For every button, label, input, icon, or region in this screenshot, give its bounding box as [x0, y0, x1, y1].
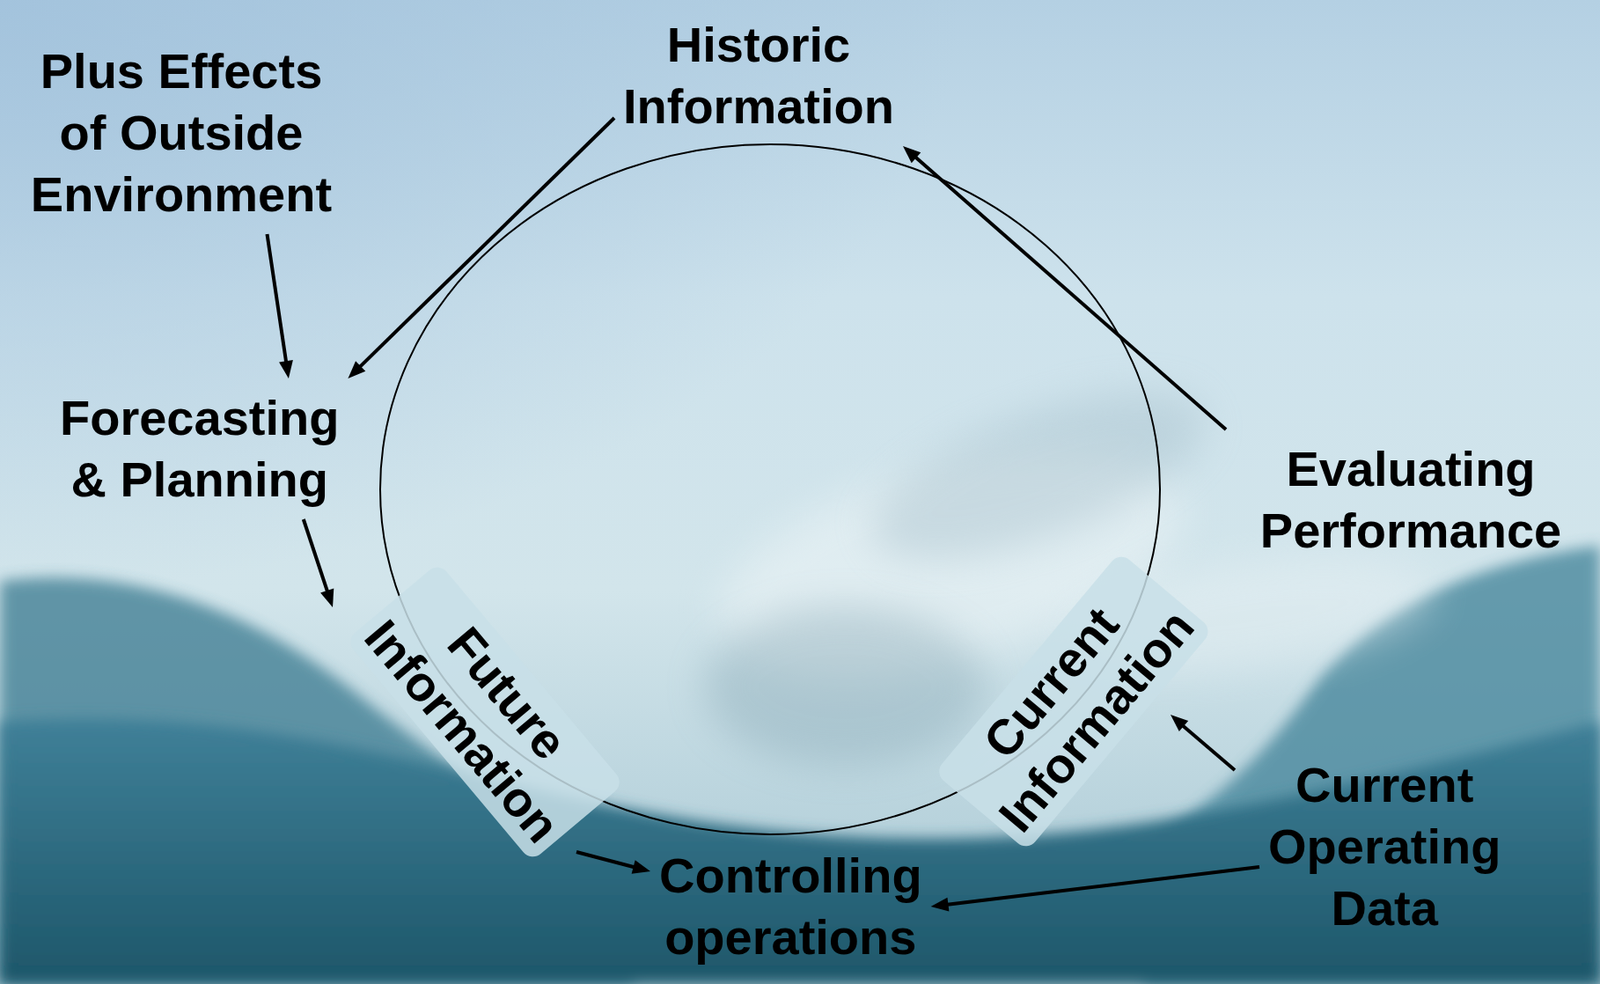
connector	[931, 866, 1260, 912]
connector	[267, 234, 294, 379]
node-text: Evaluating Performance	[1234, 438, 1587, 562]
connector-line	[303, 519, 329, 594]
hand-shadow	[704, 607, 986, 766]
connector-line	[576, 851, 637, 868]
connector-line	[267, 234, 287, 364]
text-node: Controlling operations	[659, 844, 923, 969]
node-text: Controlling operations	[659, 844, 923, 969]
connector-line	[945, 866, 1260, 905]
node-text: Current Operating Data	[1268, 754, 1501, 940]
text-node: Evaluating Performance	[1234, 438, 1587, 562]
connector	[902, 146, 1226, 430]
connector	[347, 117, 615, 379]
node-text: Forecasting & Planning	[59, 387, 339, 511]
dark-band	[0, 719, 1600, 984]
connector-line	[359, 117, 615, 368]
text-node: Current Operating Data	[1268, 754, 1501, 940]
hand-shadow	[851, 357, 1226, 594]
connector	[303, 519, 651, 874]
leader-arrowhead	[1170, 714, 1189, 732]
text-node: Forecasting & Planning	[59, 387, 339, 511]
leader-line	[1180, 723, 1235, 771]
node-text: Plus Effects of Outside Environment	[18, 40, 345, 226]
text-node: Plus Effects of Outside Environment	[18, 40, 345, 226]
connector-line	[914, 155, 1226, 430]
text-node: Historic Information	[623, 14, 895, 138]
node-text: Historic Information	[623, 14, 895, 138]
